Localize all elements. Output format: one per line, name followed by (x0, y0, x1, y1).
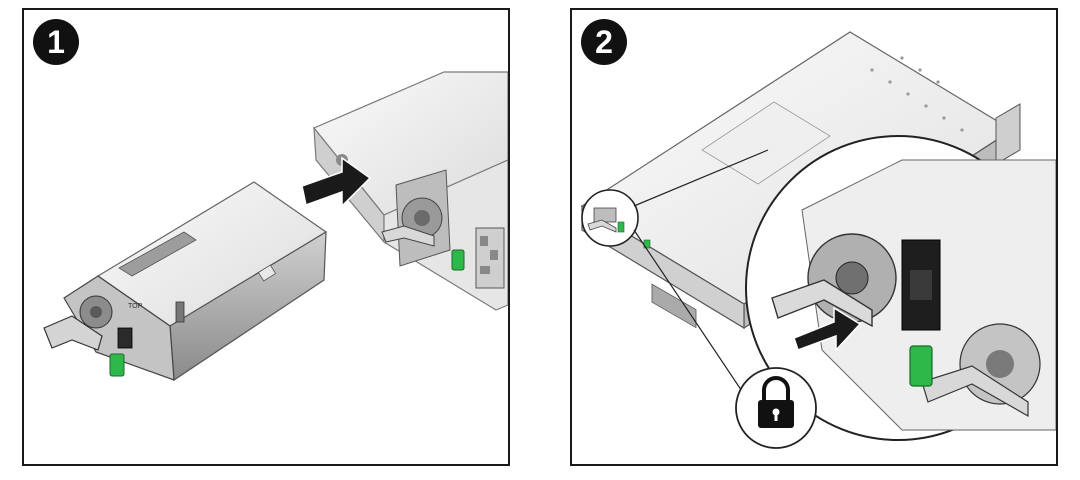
latch-green-icon (109, 353, 125, 377)
step-number-badge: 2 (581, 19, 627, 65)
zoom-detail (745, 135, 1056, 441)
latch-green-icon (451, 249, 465, 271)
psu-label: TOP (128, 303, 143, 310)
psu-insertion-illustration: TOP (43, 71, 508, 382)
power-supply-unit (43, 181, 328, 382)
step-number-badge: 1 (33, 19, 79, 65)
psu-lock-illustration (580, 31, 1056, 449)
push-arrow-icon (793, 306, 862, 352)
lock-icon (735, 367, 817, 449)
insert-arrow-icon (301, 156, 372, 208)
step-1-panel: TOP 1 (22, 8, 510, 466)
callout-small (581, 189, 639, 247)
latch-green-icon (909, 345, 933, 387)
step-2-panel: 2 (570, 8, 1058, 466)
